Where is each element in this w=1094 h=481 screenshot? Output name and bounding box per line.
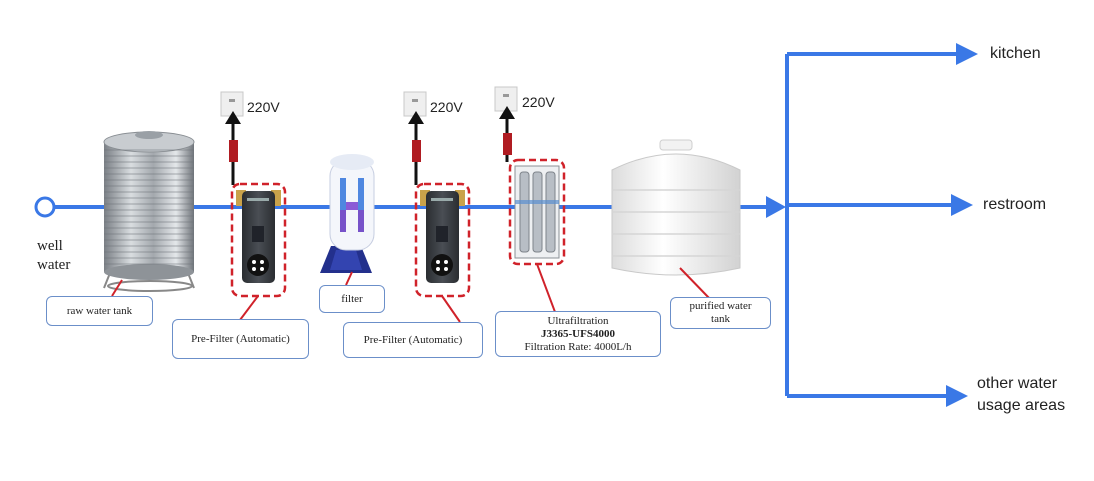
purified-tank-line-1: purified water <box>689 300 752 312</box>
purified-tank-pointer <box>679 267 711 300</box>
other-areas-line-2: usage areas <box>977 397 1066 414</box>
prefilter-2-pointer <box>441 295 461 323</box>
filter-text: filter <box>341 293 363 305</box>
other-areas-line-1: other water <box>977 375 1058 392</box>
ultrafiltration-model: J3365-UFS4000 <box>541 327 615 340</box>
source-inlet-circle <box>34 196 56 218</box>
prefilter-2-unit-image <box>414 182 471 298</box>
prefilter-2-text: Pre-Filter (Automatic) <box>363 334 463 346</box>
voltage-label-2: 220V <box>430 99 463 115</box>
restroom-arrow-icon <box>951 194 973 216</box>
power-outlet-3 <box>494 86 518 162</box>
main-pipe-arrowhead <box>766 196 786 218</box>
ultrafiltration-pointer <box>536 263 556 313</box>
well-water-label: well water <box>37 237 70 275</box>
filter-vessel-image <box>320 154 375 273</box>
other-areas-arrow-icon <box>946 385 968 407</box>
purified-water-tank-label: purified water tank <box>670 297 771 329</box>
well-water-line-1: well <box>37 238 63 254</box>
prefilter-1-unit-image <box>230 182 287 298</box>
power-outlet-1 <box>220 91 244 185</box>
ultrafiltration-unit-image <box>508 158 566 266</box>
prefilter-1-text: Pre-Filter (Automatic) <box>191 333 290 345</box>
filter-label: filter <box>319 285 385 313</box>
filter-pointer <box>345 271 353 286</box>
well-water-line-2: water <box>37 257 71 273</box>
power-outlet-2 <box>403 91 427 185</box>
raw-water-tank-text: raw water tank <box>66 305 133 317</box>
prefilter-1-label: Pre-Filter (Automatic) <box>172 319 309 359</box>
voltage-label-3: 220V <box>522 94 555 110</box>
ultrafiltration-title: Ultrafiltration <box>547 314 609 327</box>
raw-water-tank-label: raw water tank <box>46 296 153 326</box>
ultrafiltration-rate: Filtration Rate: 4000L/h <box>524 340 632 353</box>
purified-tank-line-2: tank <box>711 313 730 325</box>
ultrafiltration-label: Ultrafiltration J3365-UFS4000 Filtration… <box>495 311 661 357</box>
kitchen-arrow-icon <box>956 43 978 65</box>
kitchen-label: kitchen <box>990 45 1041 62</box>
restroom-label: restroom <box>983 196 1047 213</box>
raw-water-tank-image <box>103 131 195 292</box>
prefilter-1-pointer <box>239 295 259 321</box>
purified-water-tank-image <box>611 139 741 276</box>
prefilter-1-highlight <box>230 182 287 298</box>
prefilter-2-label: Pre-Filter (Automatic) <box>343 322 483 358</box>
voltage-label-1: 220V <box>247 99 280 115</box>
other-areas-label: other water usage areas <box>977 373 1065 417</box>
raw-tank-pointer <box>111 279 123 297</box>
